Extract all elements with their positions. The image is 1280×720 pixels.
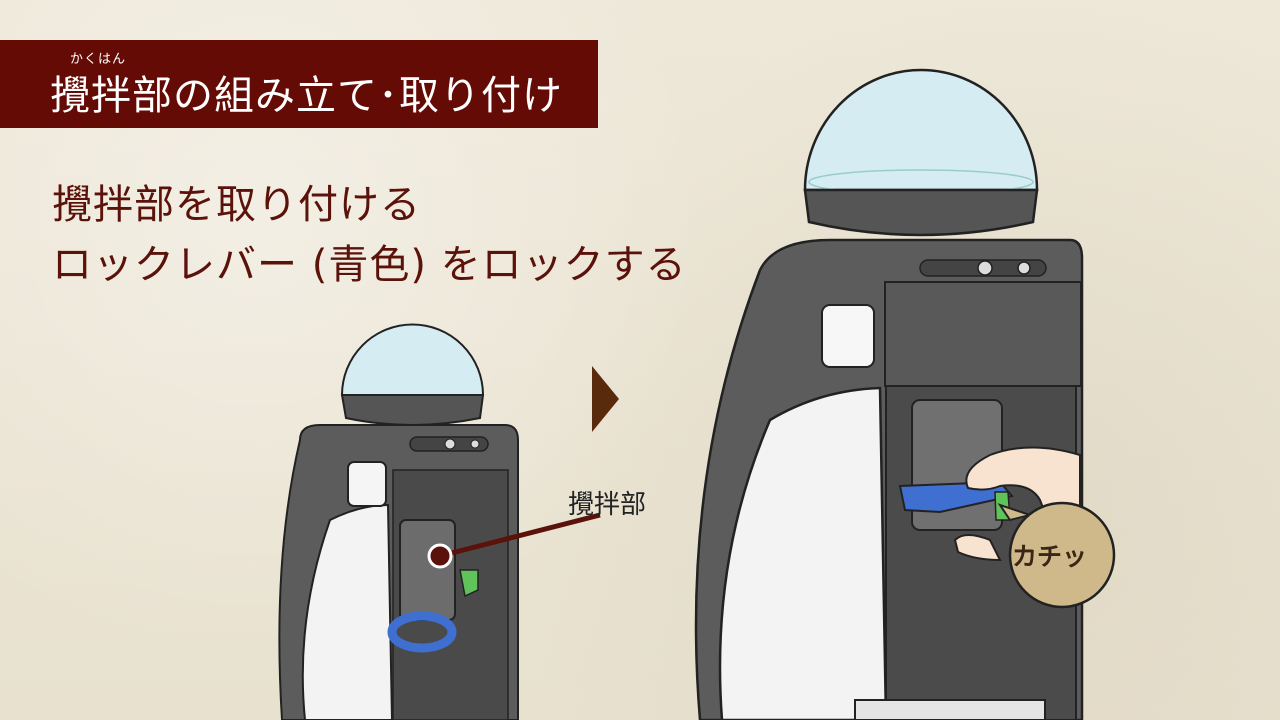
page-title: 攪拌部の組み立て･取り付け [50,73,563,119]
sound-bubble-text: カチッ [1012,542,1088,571]
small-machine [278,323,601,720]
next-step-arrow-icon [592,366,619,432]
instruction-line-1: 攪拌部を取り付ける [52,182,421,228]
title-ruby: かくはん [70,52,127,67]
part-label: 攪拌部 [568,490,647,520]
title-bar [0,40,598,128]
large-machine [694,68,1116,720]
instruction-line-2: ロックレバー (青色) をロックする [52,242,687,288]
